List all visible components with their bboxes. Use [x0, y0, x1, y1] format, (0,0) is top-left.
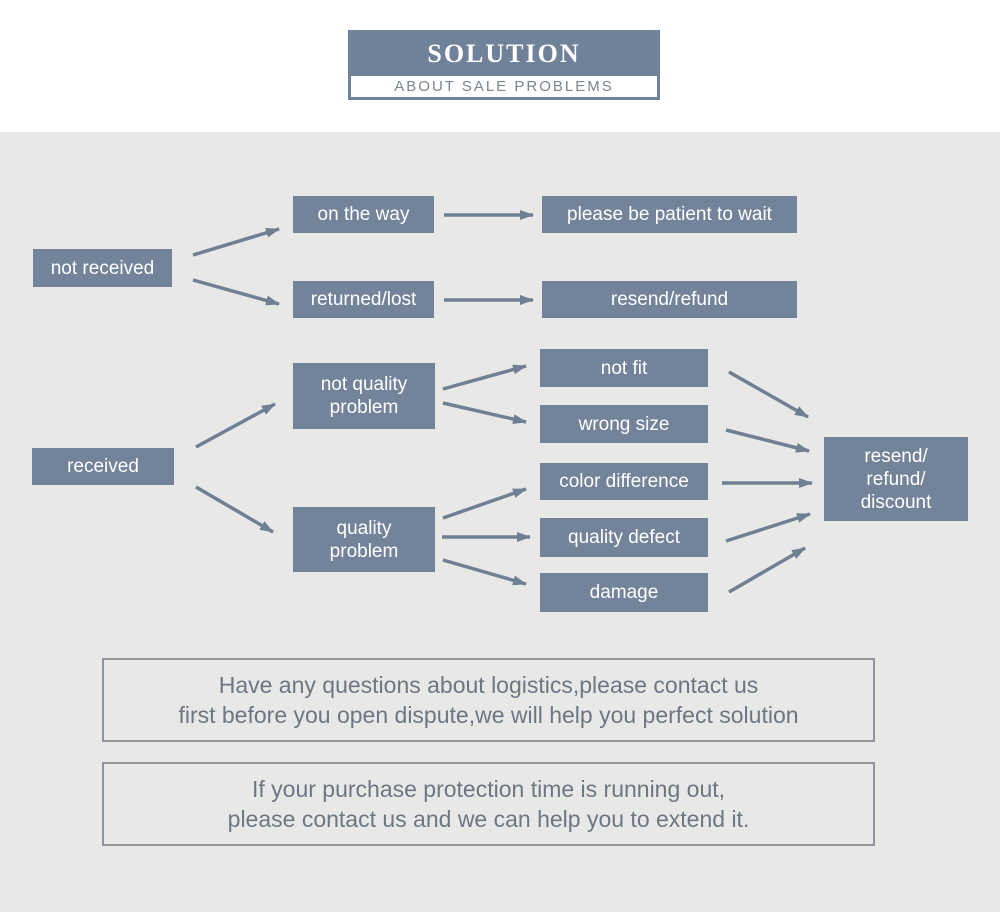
page-subtitle: ABOUT SALE PROBLEMS [394, 78, 614, 95]
node-not-received: not received [33, 249, 172, 287]
node-wrong-size: wrong size [540, 405, 708, 443]
page-title: SOLUTION [427, 38, 581, 68]
node-damage: damage [540, 573, 708, 612]
node-not-fit: not fit [540, 349, 708, 387]
protection-note-line-1: If your purchase protection time is runn… [251, 776, 726, 802]
protection-note-line-2: please contact us and we can help you to… [227, 806, 750, 832]
node-quality-defect: quality defect [540, 518, 708, 557]
node-please-be-patient: please be patient to wait [542, 196, 797, 233]
node-resend-refund-discount: resend/ refund/ discount [824, 437, 968, 521]
node-color-difference: color difference [540, 463, 708, 500]
node-not-quality-problem: not quality problem [293, 363, 435, 429]
logistics-note: Have any questions about logistics,pleas… [102, 658, 875, 742]
node-on-the-way: on the way [293, 196, 434, 233]
logistics-note-line-1: Have any questions about logistics,pleas… [218, 672, 759, 698]
node-quality-problem: quality problem [293, 507, 435, 572]
header-banner: SOLUTION ABOUT SALE PROBLEMS [348, 30, 660, 100]
protection-time-note: If your purchase protection time is runn… [102, 762, 875, 846]
node-returned-lost: returned/lost [293, 281, 434, 318]
node-resend-refund: resend/refund [542, 281, 797, 318]
header-subtitle-box: ABOUT SALE PROBLEMS [351, 76, 657, 97]
node-received: received [32, 448, 174, 485]
logistics-note-line-2: first before you open dispute,we will he… [178, 702, 799, 728]
